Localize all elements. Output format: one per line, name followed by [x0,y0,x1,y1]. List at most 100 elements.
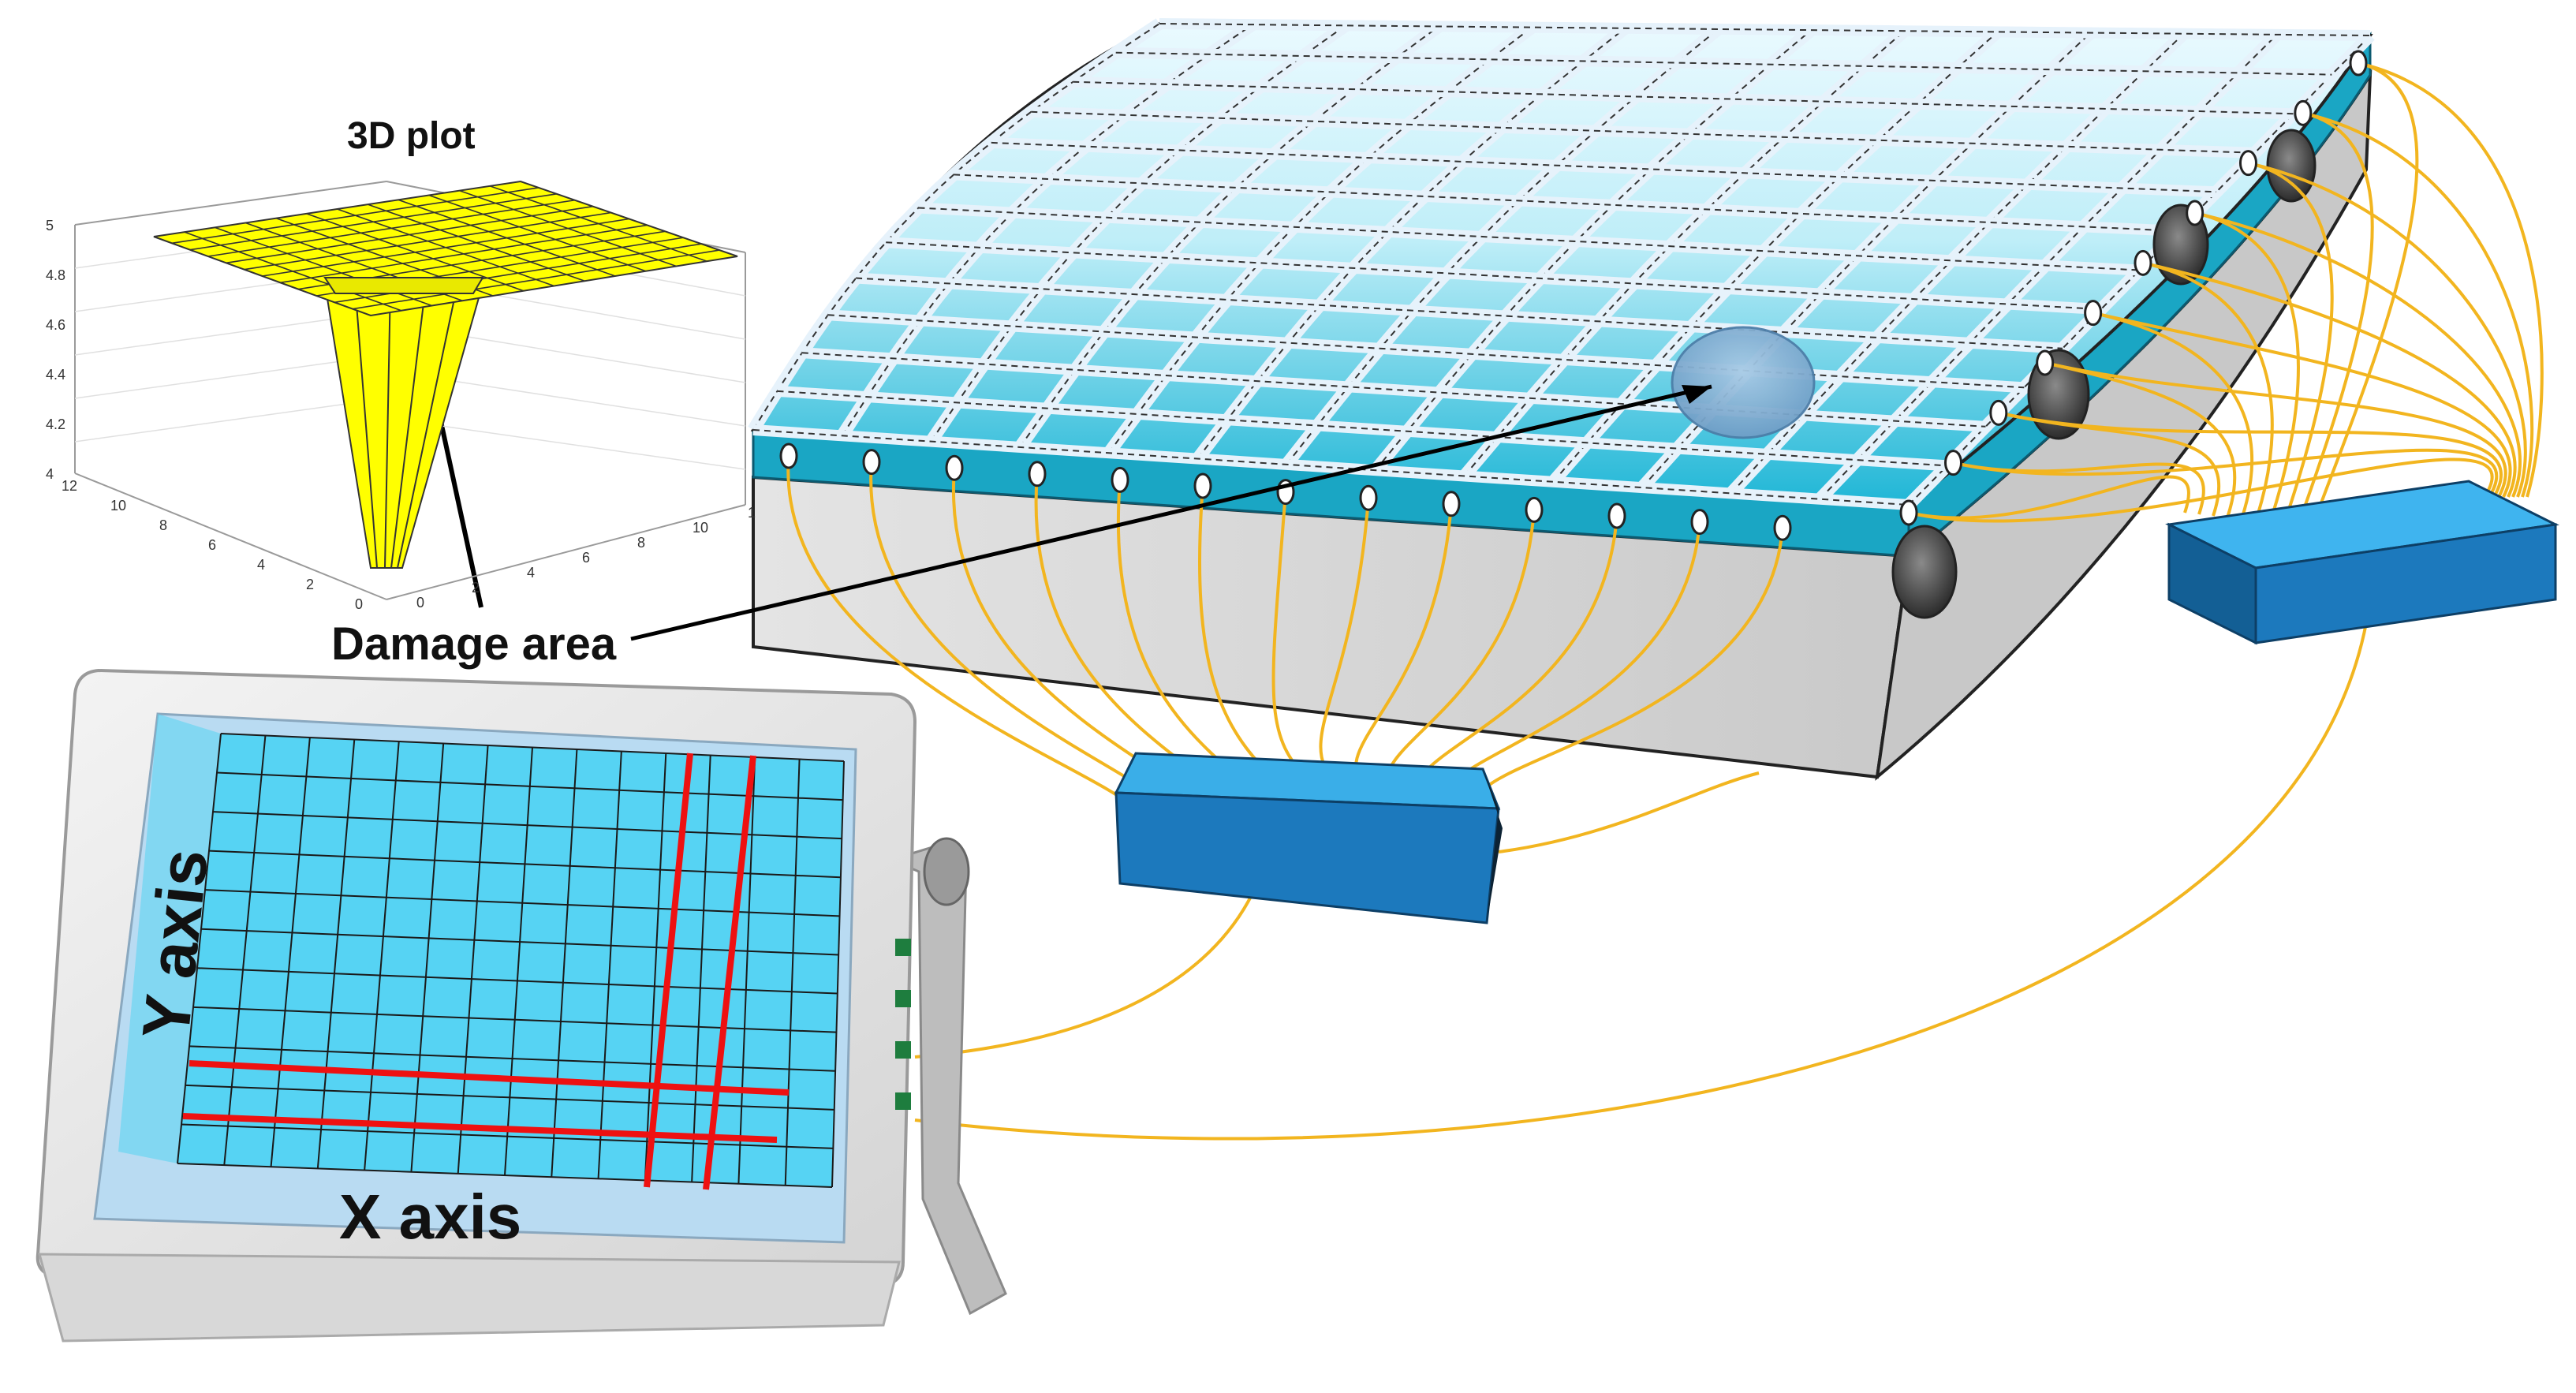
x-tick-label: 10 [693,520,708,536]
screen-grid-line [504,747,533,1176]
plot-surface-hole [323,277,484,294]
trunk-cable [914,622,2368,1141]
screen-grid-line [208,850,841,879]
y-tick-label: 2 [306,577,314,592]
screen-grid-line [223,735,267,1166]
screen-grid-line [189,1045,836,1072]
damage-area-label: Damage area [331,618,617,670]
plot-surface-grid [171,185,720,312]
wire-right [2311,62,2419,528]
y-tick-label: 8 [159,517,167,533]
screen-grid-line [185,1084,834,1111]
screen-grid-line [831,760,845,1188]
screen-red-lines [182,753,790,1190]
wire-right [1908,475,2190,520]
composite-slab [748,18,2375,781]
fiber-end [1359,484,1378,511]
y-tick-label: 0 [355,596,363,612]
y-tick-label: 12 [62,478,77,494]
z-tick-label: 4.6 [46,317,65,333]
fiber-end [2084,300,2103,327]
fiber-end [2036,349,2055,376]
x-tick-label: 0 [416,595,424,611]
screen-grid-line [644,753,667,1181]
screen-grid-line [177,733,222,1164]
plot-damage-funnel [323,283,484,569]
device-base [38,1253,901,1343]
z-tick-label: 4 [46,466,54,482]
wire-right [2093,311,2253,520]
screen-grid-line [216,771,843,801]
wire-right-outer [2194,211,2522,498]
fiber-dash-v [1159,23,2371,36]
screen-grid-line [551,749,578,1178]
y-tick-label: 4 [257,557,265,573]
fiber-end [1899,499,1918,526]
z-tick-label: 4.2 [46,416,65,432]
stand-knob [923,837,970,906]
screen-grid-line [784,759,801,1186]
fiber-end [1525,496,1544,523]
fiber-end [862,449,881,476]
fiber-dash-v [827,314,2025,389]
fiber-end [2294,99,2313,126]
side-hole [2266,129,2317,203]
plot-gridline [74,398,387,443]
screen-grid-line [457,745,489,1174]
fiber-end [1690,509,1709,536]
connector-box-right [2165,480,2559,645]
fiber-dash-v [886,241,2101,311]
screen-grid-line [597,751,622,1179]
fiber-end [2134,249,2152,276]
wire-right-outer [1908,457,2494,523]
fiber-dash-v [777,390,1947,467]
damage-spot [1671,326,1816,439]
fiber-end [1607,502,1626,529]
fiber-dash-v [918,207,2140,271]
screen-left-strip [118,714,221,1163]
plot-gridline [74,354,387,399]
wire-right [2044,361,2237,518]
fiber-dash-v [991,141,2217,193]
screen-grid-line [177,1163,833,1188]
screen-grid-line [220,733,845,762]
screen-grid-line [192,1006,837,1033]
fiber-dash-v [1073,80,2294,115]
screen-grid-line [212,811,842,840]
fiber-end [1943,450,1962,476]
trunk-cable [914,871,1264,1059]
wire-right [2194,211,2300,523]
screen-grid-line [410,743,445,1172]
wire-right-outer [2044,361,2507,498]
damage-arrowhead [1682,385,1712,404]
fiber-dash-v [752,429,1910,506]
screen-grid-line [316,739,356,1169]
x-tick-label: 8 [637,535,645,551]
side-hole [1891,525,1958,619]
wire-right-outer [1998,411,2503,498]
plot-gridline [386,417,746,470]
wire-right [2248,161,2334,525]
wire-front [786,455,1137,811]
fiber-end [1028,461,1047,487]
wire-right-outer [2093,311,2512,498]
fiber-dash-v [856,277,2063,349]
fiber-dash-v [1031,110,2255,154]
y-tick-label: 10 [110,498,126,514]
plot-z-ticks: 54.84.64.44.24 [46,218,65,482]
fiber-end [2349,50,2368,77]
screen-grid-line [737,756,756,1184]
screen-grid-line [364,741,400,1171]
surface-grid-line [489,185,707,263]
trunk-cable [1498,771,1760,853]
fiber-dash-v [954,174,2178,232]
fiber-dash-v [1115,51,2332,76]
z-tick-label: 5 [46,218,54,233]
wire-right-outer [2302,111,2534,498]
z-tick-label: 4.4 [46,367,65,383]
x-tick-label: 6 [582,550,590,566]
